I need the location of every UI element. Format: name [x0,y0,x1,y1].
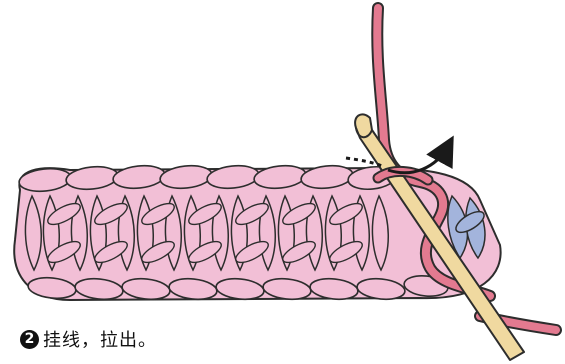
step-number-badge: 2 [20,330,39,349]
step-instruction-text: 挂线，拉出。 [43,326,157,352]
step-caption: 2 挂线，拉出。 [20,326,157,352]
